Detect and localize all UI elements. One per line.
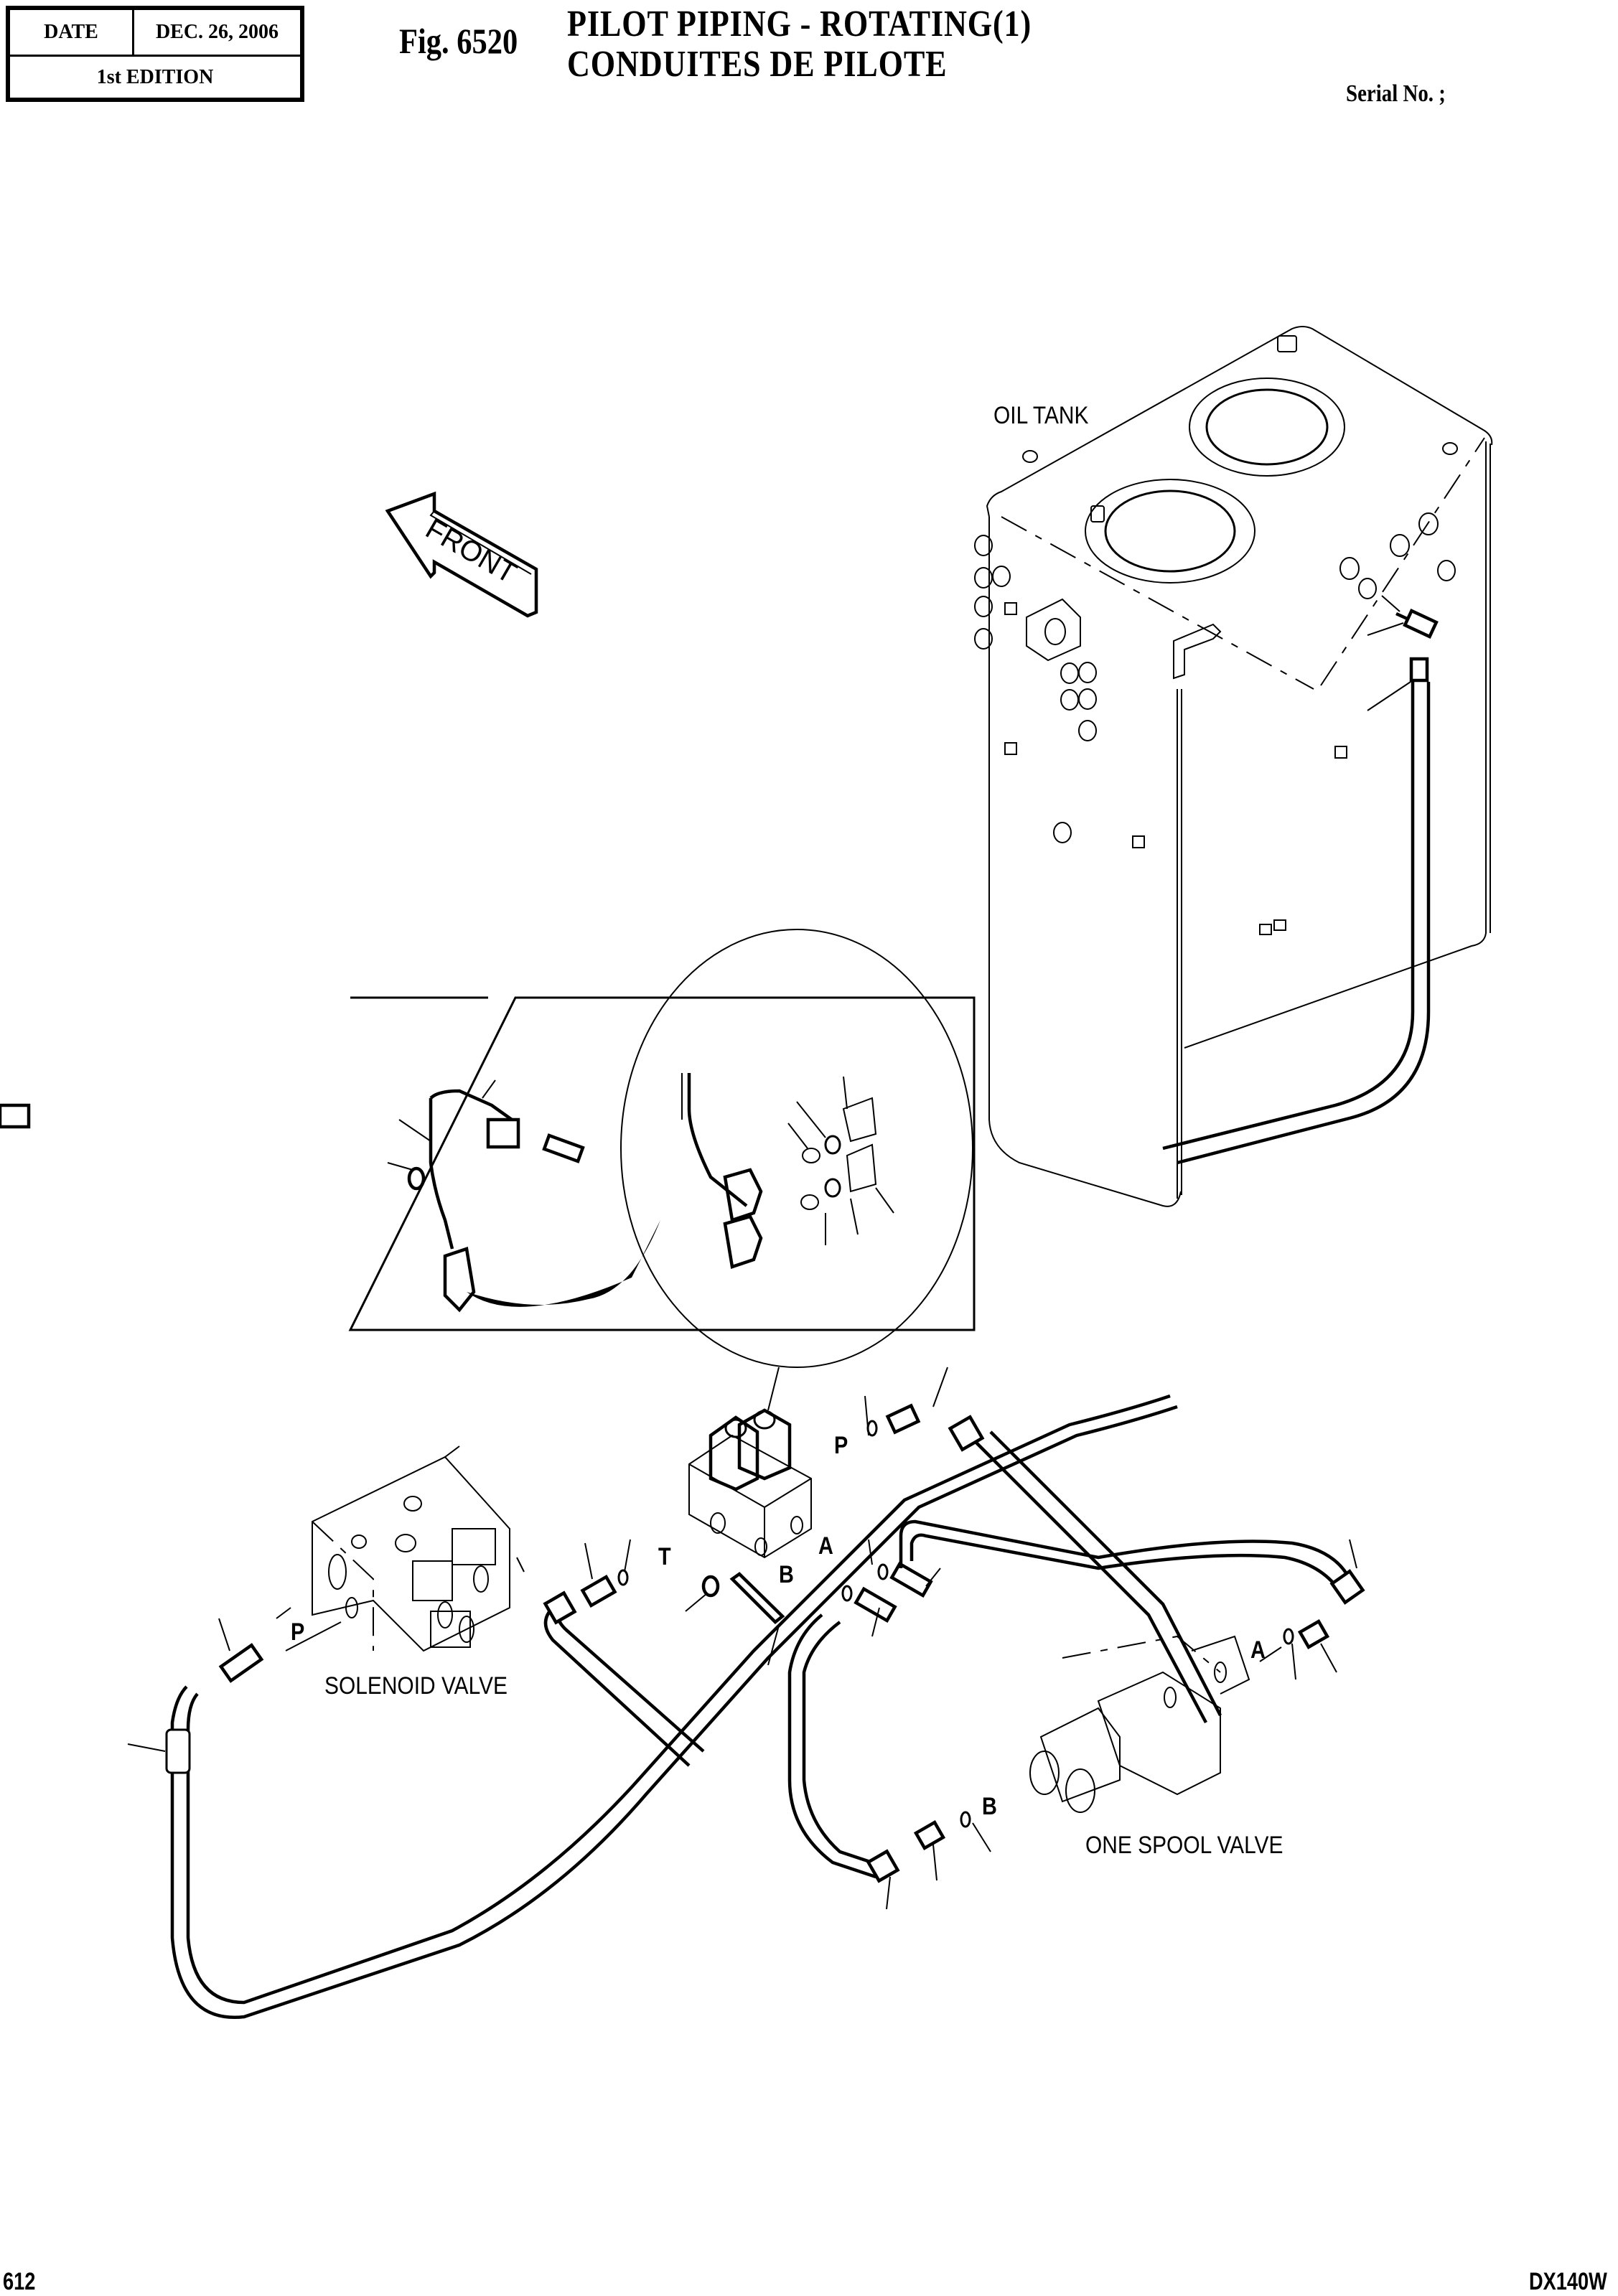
leader-line: [871, 1607, 880, 1637]
figure-number: Fig. 6520: [399, 21, 518, 61]
oil-tank: [974, 326, 1493, 1207]
tank-bracket: [1173, 623, 1222, 680]
leader-line: [1291, 1643, 1296, 1680]
leader-line: [787, 1123, 808, 1149]
block-p-hose: [864, 1367, 1222, 1724]
oil-tank-label: OIL TANK: [993, 402, 1089, 429]
edition-label: 1st EDITION: [96, 65, 214, 88]
leader-line: [1349, 1539, 1357, 1569]
one-spool-valve: [913, 1619, 1337, 1881]
title-block: DATE DEC. 26, 2006 1st EDITION: [6, 6, 304, 102]
tank-front-left-face: [988, 517, 1182, 1207]
leader-line: [868, 1539, 873, 1565]
page-title-french: CONDUITES DE PILOTE: [567, 44, 948, 85]
tank-port-flange-back: [1189, 378, 1345, 477]
leader-line: [387, 1162, 413, 1171]
leader-line: [932, 1844, 937, 1881]
leader-line: [276, 1607, 291, 1619]
tank-right-face: [1184, 441, 1487, 1049]
leader-line: [932, 1367, 948, 1407]
block-port-a-label: A: [818, 1532, 833, 1560]
tank-right-fittings: [1259, 512, 1456, 935]
tank-port-opening-front: [1104, 489, 1236, 573]
leader-line: [482, 1079, 496, 1099]
center-valve-block: [543, 1367, 812, 1767]
solenoid-p-fitting: [218, 1607, 342, 1683]
leader-line: [398, 1119, 431, 1142]
model-number: DX140W: [1529, 2268, 1607, 2295]
date-value: DEC. 26, 2006: [155, 21, 279, 43]
leader-line: [1320, 1643, 1337, 1673]
tank-top-right-edge: [1320, 437, 1485, 686]
leader-line: [925, 1568, 941, 1587]
leader-line: [767, 1625, 780, 1666]
title-block-date-row: DATE DEC. 26, 2006: [10, 10, 300, 57]
page-number: 612: [3, 2268, 36, 2295]
detail-callout-arrow: [467, 1220, 660, 1307]
tank-top-edge: [986, 326, 1493, 517]
leader-line: [685, 1593, 708, 1612]
spool-port-a-label: A: [1250, 1636, 1266, 1664]
one-spool-valve-label: ONE SPOOL VALVE: [1085, 1832, 1283, 1859]
leader-line: [767, 1367, 780, 1411]
tank-port-opening-back: [1205, 388, 1329, 466]
leader-line: [1367, 622, 1404, 636]
solenoid-valve-label: SOLENOID VALVE: [324, 1672, 508, 1700]
leader-line: [875, 1187, 894, 1214]
leader-line: [624, 1539, 631, 1573]
leader-line: [972, 1822, 991, 1852]
date-label: DATE: [10, 10, 134, 55]
tank-top-front-edge: [1001, 516, 1314, 690]
leader-line: [1259, 1646, 1282, 1662]
tank-port-flange-front: [1085, 479, 1255, 584]
block-port-p-label: P: [834, 1432, 848, 1459]
front-arrow-icon: FRONT: [385, 491, 538, 618]
solenoid-valve: [312, 1445, 525, 1652]
page-title-english: PILOT PIPING - ROTATING(1): [567, 4, 1032, 44]
leader-line: [1367, 681, 1411, 711]
detail-circle: [620, 929, 973, 1368]
leader-line: [843, 1076, 848, 1110]
leader-line: [127, 1743, 166, 1752]
tank-cap: [1277, 335, 1297, 352]
detail-inset: [0, 929, 976, 1368]
return-hose: [1162, 682, 1431, 1165]
tank-left-fittings: [974, 535, 1145, 848]
leader-line: [218, 1618, 230, 1651]
tank-tee-fitting: [1367, 595, 1439, 711]
solenoid-port-p-label: P: [291, 1618, 305, 1646]
block-port-b-label: B: [779, 1561, 794, 1588]
block-port-t-label: T: [658, 1543, 671, 1570]
leader-line: [850, 1198, 859, 1235]
spool-port-b-label: B: [982, 1793, 997, 1820]
leader-line: [886, 1876, 891, 1910]
leader-line: [796, 1101, 826, 1138]
serial-number-label: Serial No. ;: [1346, 80, 1446, 107]
leader-line: [584, 1542, 593, 1580]
pressure-hose-loop: [127, 1394, 1178, 2020]
ab-tee-fittings: [787, 1519, 1365, 1910]
